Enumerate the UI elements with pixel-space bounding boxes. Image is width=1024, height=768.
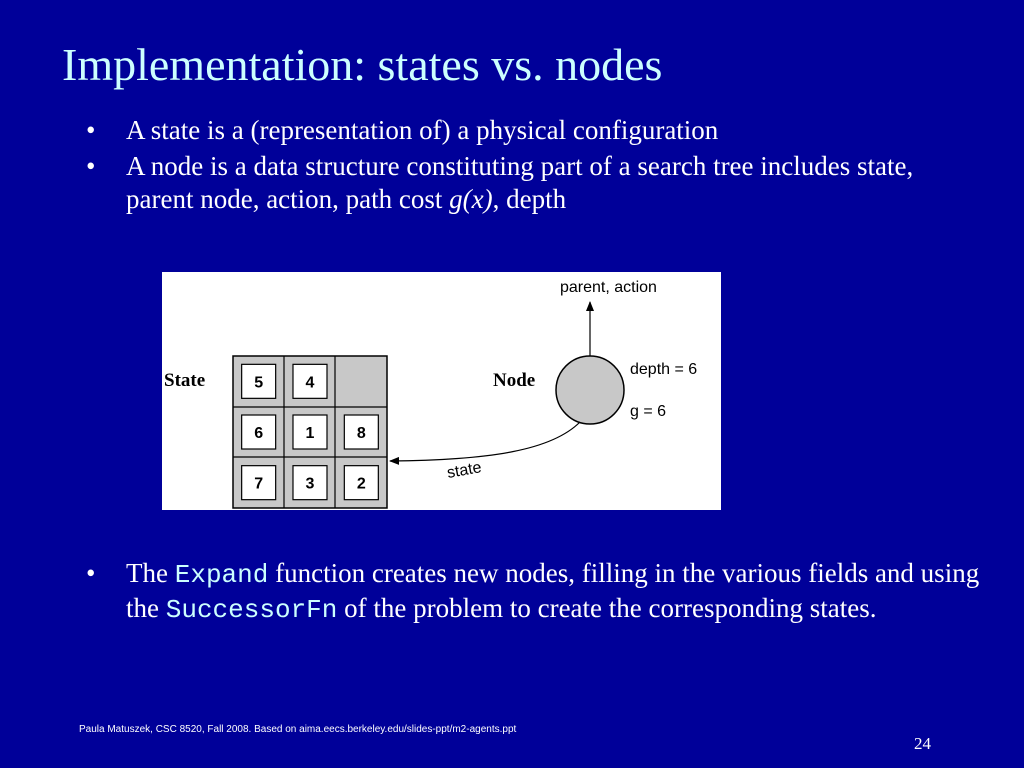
bullet-text: A state is a (representation of) a physi… (126, 115, 719, 145)
page-number: 24 (914, 734, 931, 753)
bullet-state-definition: • A state is a (representation of) a phy… (86, 114, 986, 147)
top-bullet-list: • A state is a (representation of) a phy… (86, 114, 986, 219)
bullet-marker: • (86, 115, 96, 145)
footer-credit: Paula Matuszek, CSC 8520, Fall 2008. Bas… (79, 724, 517, 735)
state-arrow-label: state (446, 459, 483, 482)
code-successorfn: SuccessorFn (165, 595, 338, 625)
tile-3 (292, 465, 328, 501)
tile-2 (343, 465, 379, 501)
tile-number: 7 (254, 476, 263, 493)
bullet-text-end: , depth (492, 184, 567, 214)
tile-4 (292, 363, 328, 399)
tile-number: 8 (357, 425, 366, 442)
tile-6 (241, 414, 277, 450)
bullet-text: The (126, 558, 175, 588)
bullet-marker: • (86, 558, 96, 588)
bullet-text: function creates new nodes, filling in t… (126, 558, 980, 623)
tile-5 (241, 363, 277, 399)
bullet-text: A node is a data structure constituting … (126, 151, 914, 214)
state-label: State (164, 370, 205, 391)
tile-number: 3 (306, 476, 315, 493)
node-circle (555, 355, 625, 425)
diagram-svg: State 5 4 6 1 8 7 3 2 Node parent, action depth… (164, 279, 697, 509)
tile-number: 4 (306, 374, 315, 391)
depth-label: depth = 6 (630, 361, 697, 378)
bullet-node-definition: • A node is a data structure constitutin… (86, 150, 986, 216)
bullet-marker: • (86, 151, 96, 181)
tile-8 (343, 414, 379, 450)
puzzle-tiles: 5 4 6 1 8 7 3 2 (241, 363, 379, 501)
tile-number: 1 (306, 425, 315, 442)
code-expand: Expand (174, 560, 269, 590)
parent-action-label: parent, action (560, 279, 657, 296)
bullet-text: of the problem to create the correspondi… (337, 593, 877, 623)
tile-number: 2 (357, 476, 366, 493)
puzzle-grid: 5 4 6 1 8 7 3 2 (232, 355, 388, 509)
state-arrow (389, 421, 581, 465)
slide-title: Implementation: states vs. nodes (62, 39, 663, 90)
tile-number: 6 (254, 425, 263, 442)
tile-1 (292, 414, 328, 450)
g-label: g = 6 (630, 403, 666, 420)
bullet-italic-gx: g(x) (449, 184, 493, 214)
bullet-expand-function: • The Expand function creates new nodes,… (86, 557, 986, 627)
node-label: Node (493, 370, 535, 391)
tile-7 (241, 465, 277, 501)
bottom-bullet-list: • The Expand function creates new nodes,… (86, 557, 986, 630)
state-node-diagram: State 5 4 6 1 8 7 3 2 Node parent, action depth… (162, 272, 721, 510)
tile-number: 5 (254, 374, 263, 391)
